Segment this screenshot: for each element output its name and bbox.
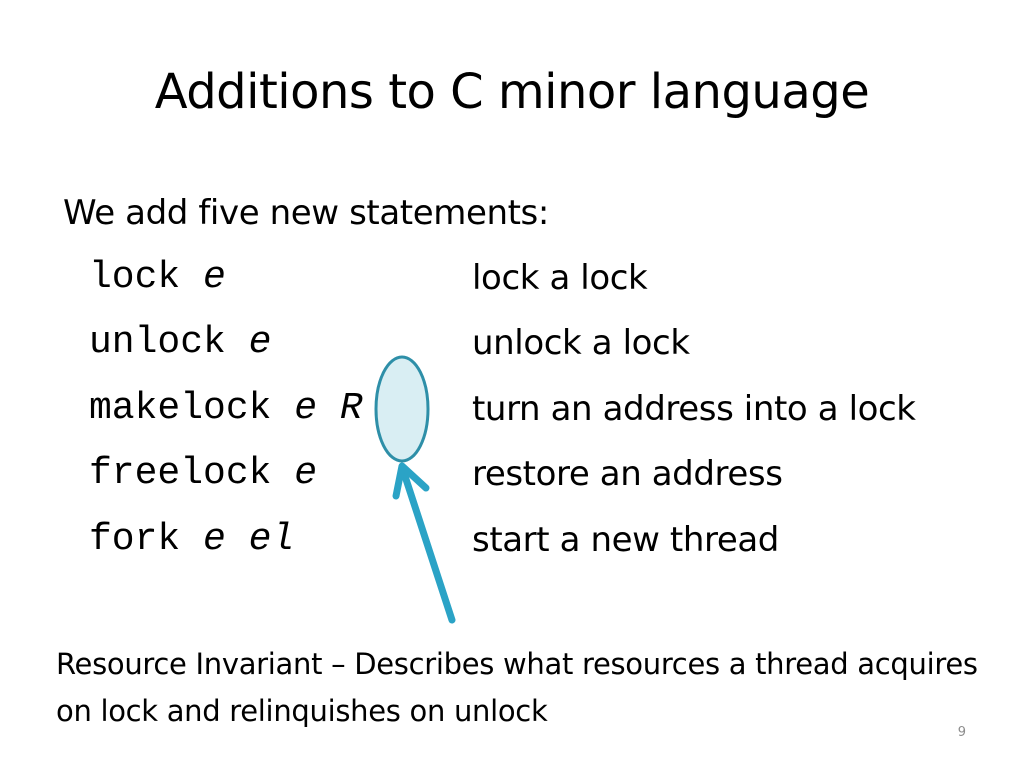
statement-description: unlock a lock [472, 323, 690, 363]
statement-keyword: lock [89, 256, 181, 299]
statement-code: unlock e [89, 315, 271, 371]
statement-row-unlock: unlock e unlock a lock [0, 315, 1024, 371]
resource-invariant-note: Resource Invariant – Describes what reso… [56, 647, 978, 728]
statement-description: start a new thread [472, 520, 779, 560]
slide-number: 9 [957, 725, 966, 740]
statement-code: fork e el [89, 512, 294, 568]
statement-description: lock a lock [472, 258, 648, 298]
intro-text: We add five new statements: [63, 193, 549, 233]
statement-keyword: makelock [89, 387, 272, 430]
statement-row-freelock: freelock e restore an address [0, 446, 1024, 502]
statement-args: e [203, 256, 226, 299]
statement-keyword: freelock [89, 452, 272, 495]
statement-args: e R [294, 387, 363, 430]
statement-keyword: unlock [89, 321, 226, 364]
statement-row-makelock: makelock e R turn an address into a lock [0, 381, 1024, 437]
slide-title: Additions to C minor language [154, 64, 870, 120]
statement-description: turn an address into a lock [472, 389, 916, 429]
statement-code: lock e [89, 250, 226, 306]
statement-args: e el [203, 518, 295, 561]
statement-args: e [294, 452, 318, 495]
statement-description: restore an address [472, 454, 783, 494]
statement-row-fork: fork e el start a new thread [0, 512, 1024, 568]
statement-code: makelock e R [89, 381, 363, 437]
statement-code: freelock e [89, 446, 317, 502]
statement-args: e [248, 321, 272, 364]
statement-row-lock: lock e lock a lock [0, 250, 1024, 306]
statement-keyword: fork [89, 518, 181, 561]
